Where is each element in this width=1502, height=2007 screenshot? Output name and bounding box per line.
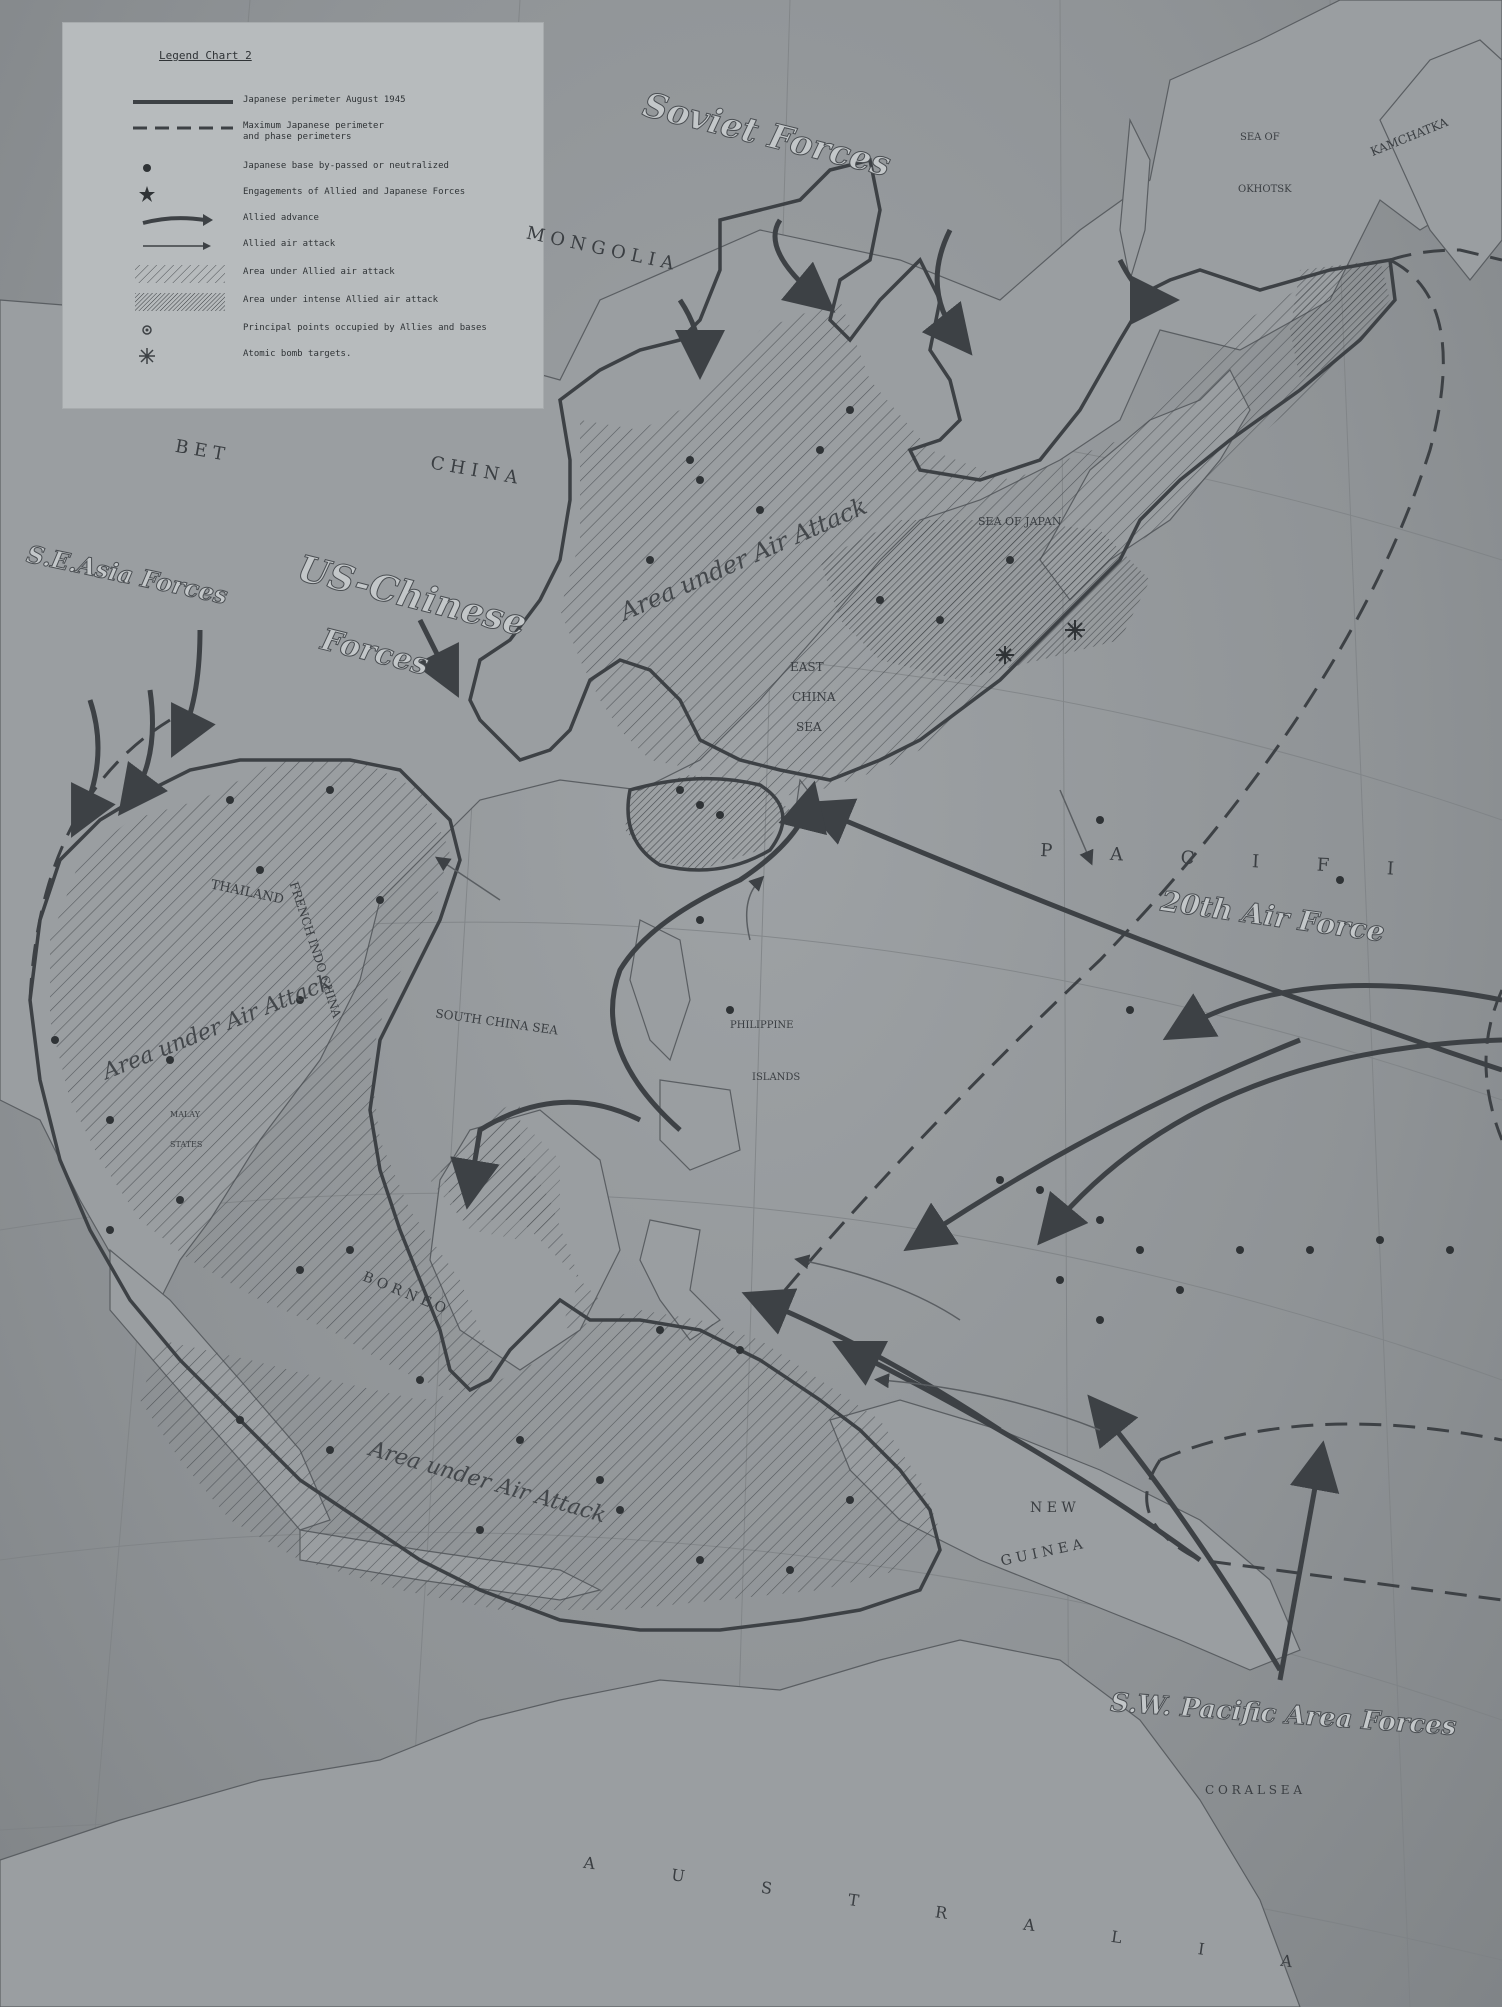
legend-item-label: Area under intense Allied air attack	[243, 295, 439, 305]
sea-of-okhotsk-label-1: SEA OF	[1240, 132, 1280, 143]
sakhalin	[1119, 117, 1151, 281]
dense-north-area	[820, 520, 1150, 680]
perimeter-formosa	[626, 776, 785, 872]
dashed-perimeter-symbol-icon	[133, 117, 233, 139]
legend-item: Japanese base by-passed or neutralized	[63, 157, 543, 179]
legend-item-label: Japanese base by-passed or neutralized	[243, 161, 449, 171]
legend-box: Legend Chart 2 Japanese perimeter August…	[62, 22, 544, 409]
engagement-star-symbol-icon	[133, 183, 233, 205]
japanese-bases	[51, 406, 1454, 1574]
formosa-attack-area	[625, 775, 790, 870]
legend-item-label: Area under Allied air attack	[243, 267, 395, 277]
philippine-islands-label-2: ISLANDS	[752, 1072, 801, 1083]
luzon	[629, 919, 691, 1062]
legend-title: Legend Chart 2	[159, 49, 252, 62]
hatched-area-symbol-icon	[133, 263, 233, 285]
air-attack-areas	[50, 260, 1390, 1610]
legend-item-label: Allied air attack	[243, 239, 336, 249]
legend-item-label: Engagements of Allied and Japanese Force…	[243, 187, 466, 197]
legend-item: Area under Allied air attack	[63, 263, 543, 285]
dense-kuriles-area	[1290, 260, 1390, 380]
base-dot-symbol-icon	[133, 157, 233, 179]
legend-item: Japanese perimeter August 1945	[63, 91, 543, 113]
legend-item-label: Maximum Japanese perimeter and phase per…	[243, 121, 384, 142]
west-attack-area	[50, 760, 500, 1400]
malay-states-label-1: MALAY	[170, 1110, 201, 1119]
legend-item: Maximum Japanese perimeter and phase per…	[63, 117, 543, 142]
east-china-sea-label-2: CHINA	[792, 690, 836, 704]
legend-item: Allied advance	[63, 209, 543, 231]
circle-dot-symbol-icon	[133, 319, 233, 341]
mindanao	[659, 1079, 741, 1171]
perimeter-west	[28, 758, 942, 1632]
coral-sea-label: C O R A L S E A	[1205, 1783, 1303, 1797]
atomic-targets	[996, 620, 1085, 664]
legend-item-label: Allied advance	[243, 213, 319, 223]
sea-of-okhotsk-label-2: OKHOTSK	[1238, 184, 1292, 195]
legend-item: Atomic bomb targets.	[63, 345, 543, 367]
malay-states-label-2: STATES	[170, 1140, 203, 1149]
east-china-sea-label-1: EAST	[790, 660, 824, 674]
sea-of-japan-label: SEA OF JAPAN	[978, 515, 1062, 528]
legend-item: Principal points occupied by Allies and …	[63, 319, 543, 341]
legend-item-label: Principal points occupied by Allies and …	[243, 323, 487, 333]
atomic-star-symbol-icon	[133, 345, 233, 367]
allied-air-attack-arrows	[435, 789, 1101, 1431]
south-attack-area	[140, 1100, 940, 1610]
east-china-sea-label-3: SEA	[796, 720, 822, 734]
australia-continent	[0, 1639, 1301, 2007]
dense-hatched-area-symbol-icon	[133, 291, 233, 313]
new-guinea-label-1: N E W	[1030, 1500, 1076, 1516]
legend-item: Area under intense Allied air attack	[63, 291, 543, 313]
legend-item-label: Japanese perimeter August 1945	[243, 95, 406, 105]
legend-item: Engagements of Allied and Japanese Force…	[63, 183, 543, 205]
kamchatka	[1379, 39, 1502, 281]
perimeter-line-symbol-icon	[133, 91, 233, 113]
advance-arrow-symbol-icon	[133, 209, 233, 231]
legend-item-label: Atomic bomb targets.	[243, 349, 352, 359]
allied-advance-arrows	[71, 218, 1502, 1681]
air-attack-arrow-symbol-icon	[133, 235, 233, 257]
philippine-islands-label-1: PHILIPPINE	[730, 1020, 794, 1031]
legend-item: Allied air attack	[63, 235, 543, 257]
